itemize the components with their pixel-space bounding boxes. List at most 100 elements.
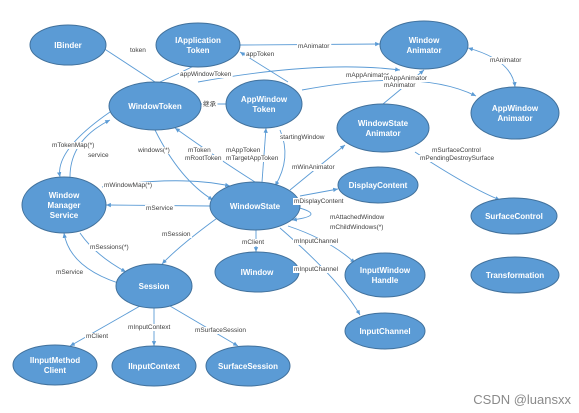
edge-label: service bbox=[88, 152, 109, 159]
edge-label-background bbox=[145, 205, 175, 212]
edge-label-background bbox=[383, 75, 429, 82]
edge-label: 继承 bbox=[203, 99, 217, 108]
node-label: DisplayContent bbox=[349, 181, 408, 190]
edge-label: mAnimator bbox=[490, 57, 522, 64]
edge-label: mSessions(*) bbox=[90, 244, 129, 251]
edge-label-background bbox=[179, 71, 233, 78]
edge-label-background bbox=[202, 99, 218, 108]
node-shape bbox=[12, 344, 98, 386]
edge-label: mAnimator bbox=[298, 43, 330, 50]
node-ibinder[interactable]: IBinder bbox=[29, 24, 107, 66]
node-shape bbox=[21, 176, 107, 234]
node-shape bbox=[470, 197, 558, 235]
node-window-state[interactable]: WindowState bbox=[209, 181, 301, 231]
edge-label-background bbox=[129, 47, 148, 54]
node-iwindow[interactable]: IWindow bbox=[214, 251, 300, 293]
edge-label: mClient bbox=[242, 239, 264, 246]
node-surface-session[interactable]: SurfaceSession bbox=[205, 345, 291, 387]
edge-label-background bbox=[383, 82, 418, 89]
edge-e20 bbox=[299, 187, 339, 197]
node-label: Animator bbox=[365, 129, 400, 138]
edge-label: mSurfaceControl bbox=[432, 147, 481, 154]
edge-label-background bbox=[136, 147, 171, 154]
edge-label: mSession bbox=[162, 231, 191, 238]
edge-label: mTargetAppToken bbox=[226, 155, 279, 162]
edge-label: mClient bbox=[86, 333, 108, 340]
node-label: Token bbox=[187, 46, 210, 55]
node-transformation[interactable]: Transformation bbox=[470, 256, 560, 294]
node-label: Token bbox=[253, 105, 276, 114]
edge-label: mDisplayContent bbox=[294, 198, 344, 205]
edge-label-background bbox=[225, 147, 262, 154]
node-shape bbox=[111, 345, 197, 387]
node-label: InputWindow bbox=[360, 266, 411, 275]
node-shape bbox=[470, 256, 560, 294]
edge-label: mRootToken bbox=[185, 155, 222, 162]
edge-label: mAppAnimator bbox=[384, 75, 428, 82]
node-window-token[interactable]: WindowToken bbox=[108, 81, 202, 131]
node-label: AppWindow bbox=[241, 95, 288, 104]
node-input-channel[interactable]: InputChannel bbox=[344, 312, 426, 350]
node-label: IInputContext bbox=[128, 362, 180, 371]
edge-e22 bbox=[79, 232, 127, 273]
edge-label: mAnimator bbox=[384, 82, 416, 89]
edge-label: mWindowMap(*) bbox=[104, 182, 152, 189]
edge-label: mAppAnimator bbox=[346, 72, 390, 79]
edge-label: mService bbox=[56, 269, 83, 276]
node-display-content[interactable]: DisplayContent bbox=[337, 166, 419, 204]
edge-label: windows(*) bbox=[137, 147, 170, 154]
edge-label-background bbox=[329, 214, 386, 221]
edge-label-background bbox=[161, 231, 192, 238]
node-iinput-context[interactable]: IInputContext bbox=[111, 345, 197, 387]
edge-label: appWindowToken bbox=[180, 71, 232, 78]
edge-label-background bbox=[293, 266, 340, 273]
edge-label-background bbox=[89, 244, 130, 251]
edge-label: mInputChannel bbox=[294, 238, 339, 245]
node-label: IApplication bbox=[175, 36, 221, 45]
edge-label-background bbox=[245, 51, 276, 58]
node-session[interactable]: Session bbox=[115, 263, 193, 309]
edge-label-background bbox=[297, 43, 332, 50]
edge-label-background bbox=[431, 147, 483, 154]
edge-label: mInputChannel bbox=[294, 266, 339, 273]
node-shape bbox=[336, 103, 430, 153]
node-label: IBinder bbox=[54, 41, 82, 50]
edge-label: startingWindow bbox=[280, 134, 325, 141]
edge-label-background bbox=[184, 155, 223, 162]
edge-label-background bbox=[55, 269, 85, 276]
node-label: Window bbox=[49, 191, 80, 200]
node-shape bbox=[155, 22, 241, 68]
node-surface-control[interactable]: SurfaceControl bbox=[470, 197, 558, 235]
node-label: IInputMethod bbox=[30, 356, 80, 365]
watermark-text: CSDN @luansxx bbox=[473, 392, 571, 407]
node-label: WindowToken bbox=[128, 102, 182, 111]
node-shape bbox=[115, 263, 193, 309]
node-label: Handle bbox=[372, 276, 399, 285]
edge-label-background bbox=[87, 152, 110, 159]
node-label: Session bbox=[139, 282, 170, 291]
node-label: InputChannel bbox=[359, 327, 410, 336]
edge-e28 bbox=[69, 305, 141, 347]
node-label: IWindow bbox=[241, 268, 275, 277]
edge-label-background bbox=[293, 238, 340, 245]
edge-label: mAppToken bbox=[226, 147, 261, 154]
node-label: Manager bbox=[48, 201, 81, 210]
edge-label: mAttachedWindow bbox=[330, 214, 384, 221]
node-shape bbox=[209, 181, 301, 231]
node-label: WindowState bbox=[358, 119, 409, 128]
node-shape bbox=[470, 86, 560, 140]
node-label: WindowState bbox=[230, 202, 281, 211]
edge-label-background bbox=[489, 57, 524, 64]
edge-label-background bbox=[329, 224, 385, 231]
edge-label-background bbox=[51, 142, 96, 149]
node-label: SurfaceControl bbox=[485, 212, 543, 221]
